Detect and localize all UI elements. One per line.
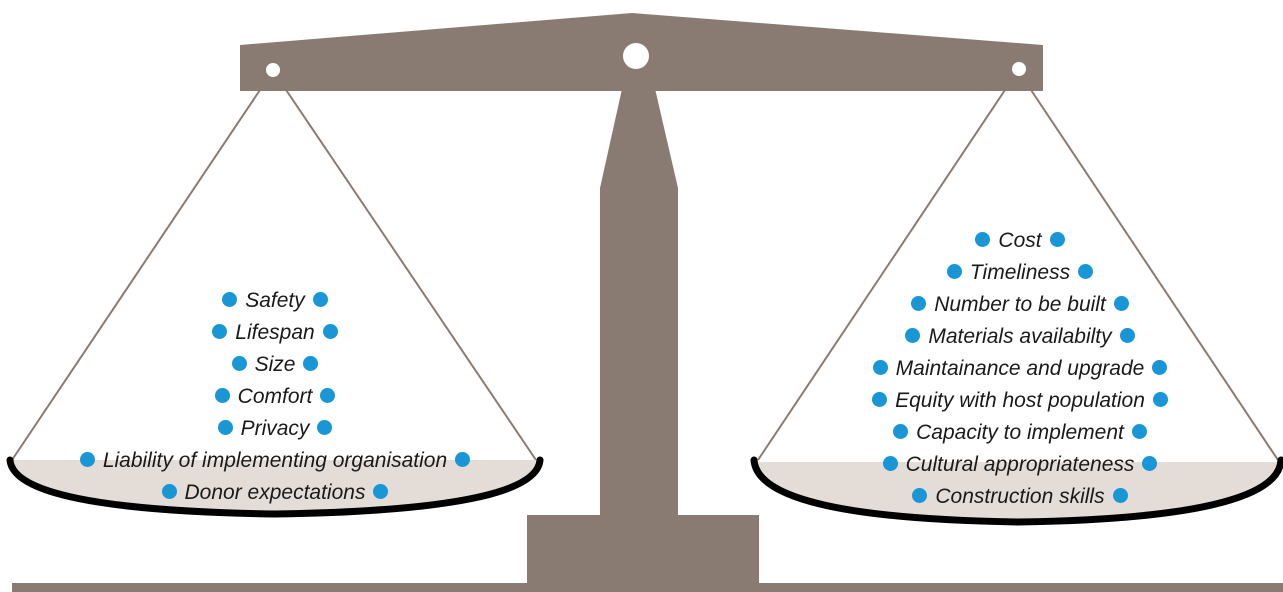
bullet-icon [312, 291, 328, 307]
bullet-icon [1113, 295, 1129, 311]
left-factor-item: Size [20, 349, 530, 381]
left-factor-item: Donor expectations [20, 477, 530, 509]
bullet-icon [872, 391, 888, 407]
bullet-icon [455, 451, 471, 467]
bullet-icon [373, 483, 389, 499]
bullet-icon [905, 327, 921, 343]
bullet-icon [317, 419, 333, 435]
right-factor-item: Cultural appropriateness [770, 449, 1270, 481]
scale-base-bar [12, 583, 1283, 592]
right-pan-string-right [1022, 77, 1279, 461]
left-factor-item: Comfort [20, 381, 530, 413]
bullet-icon [975, 231, 991, 247]
right-factor-item: Capacity to implement [770, 417, 1270, 449]
right-pan-factor-list: Cost Timeliness Number to be built Mater… [770, 225, 1270, 513]
right-factor-item: Materials availabilty [770, 321, 1270, 353]
bullet-icon [1152, 391, 1168, 407]
right-factor-label: Cost [998, 229, 1042, 252]
left-factor-label: Lifespan [235, 321, 315, 344]
bullet-icon [1112, 487, 1128, 503]
left-factor-item: Safety [20, 285, 530, 317]
bullet-icon [946, 263, 962, 279]
right-factor-label: Construction skills [935, 485, 1105, 508]
left-factor-label: Size [254, 353, 296, 376]
bullet-icon [1131, 423, 1147, 439]
bullet-icon [320, 387, 336, 403]
left-factor-item: Privacy [20, 413, 530, 445]
bullet-icon [231, 355, 247, 371]
left-pan-rim [6, 456, 544, 518]
right-factor-label: Cultural appropriateness [905, 453, 1135, 476]
left-pan-fill [14, 460, 536, 512]
bullet-icon [1119, 327, 1135, 343]
bullet-icon [303, 355, 319, 371]
bullet-icon [893, 423, 909, 439]
right-factor-item: Maintainance and upgrade [770, 353, 1270, 385]
right-factor-label: Number to be built [934, 293, 1106, 316]
bullet-icon [1142, 455, 1158, 471]
bullet-icon [1078, 263, 1094, 279]
bullet-icon [214, 387, 230, 403]
bullet-icon [882, 455, 898, 471]
bullet-icon [212, 323, 228, 339]
right-factor-item: Construction skills [770, 481, 1270, 513]
right-factor-item: Cost [770, 225, 1270, 257]
bullet-icon [911, 295, 927, 311]
beam-pivot-center [623, 43, 649, 69]
right-factor-label: Materials availabilty [928, 325, 1112, 348]
left-factor-label: Safety [245, 289, 305, 312]
left-pan-factor-list: Safety Lifespan Size Comfort Privacy Lia… [20, 285, 530, 509]
bullet-icon [222, 291, 238, 307]
right-factor-item: Number to be built [770, 289, 1270, 321]
right-factor-label: Equity with host population [895, 389, 1145, 412]
bullet-icon [79, 451, 95, 467]
bullet-icon [217, 419, 233, 435]
right-factor-label: Capacity to implement [916, 421, 1124, 444]
left-factor-label: Donor expectations [184, 481, 366, 504]
bullet-icon [322, 323, 338, 339]
scale-column [600, 80, 678, 520]
right-pan-string-left [757, 77, 1014, 461]
right-factor-item: Equity with host population [770, 385, 1270, 417]
left-factor-item: Liability of implementing organisation [20, 445, 530, 477]
left-factor-item: Lifespan [20, 317, 530, 349]
bullet-icon [1152, 359, 1168, 375]
right-factor-label: Timeliness [969, 261, 1071, 284]
left-factor-label: Liability of implementing organisation [102, 449, 448, 472]
bullet-icon [912, 487, 928, 503]
left-pan-string-left [11, 77, 269, 461]
left-factor-label: Privacy [240, 417, 310, 440]
beam-hook-right [1012, 62, 1026, 76]
right-factor-label: Maintainance and upgrade [895, 357, 1145, 380]
bullet-icon [872, 359, 888, 375]
right-pan-fill [758, 462, 1278, 520]
right-factor-item: Timeliness [770, 257, 1270, 289]
left-pan-string-right [277, 77, 537, 461]
scale-base-block [527, 515, 759, 585]
right-pan-rim [750, 456, 1283, 526]
bullet-icon [1049, 231, 1065, 247]
beam-hook-left [266, 63, 280, 77]
bullet-icon [161, 483, 177, 499]
left-factor-label: Comfort [237, 385, 313, 408]
